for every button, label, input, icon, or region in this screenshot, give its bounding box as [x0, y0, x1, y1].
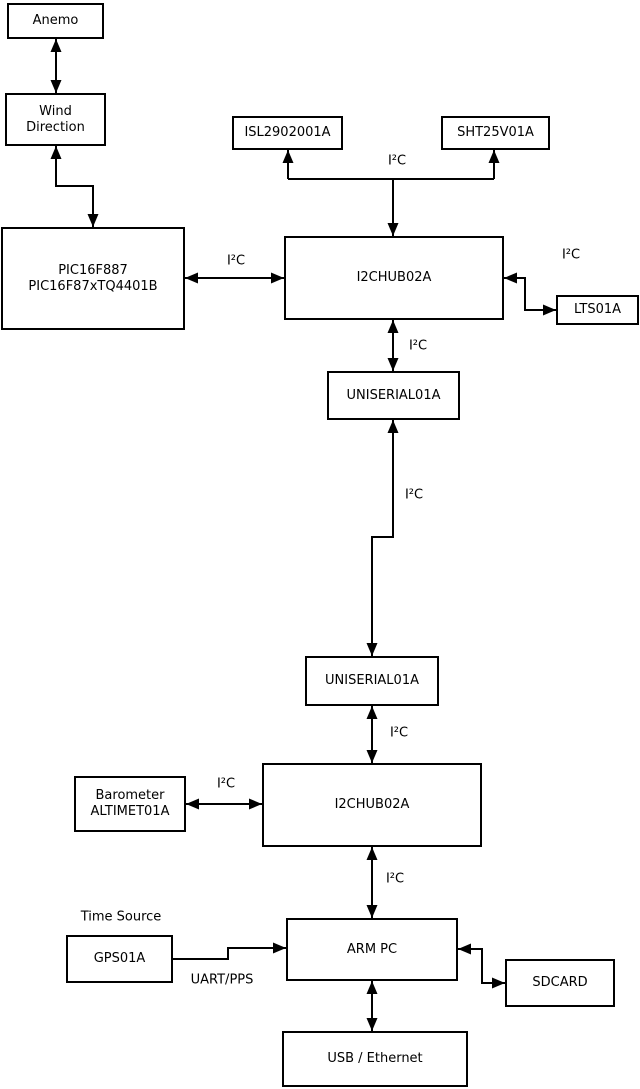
node-label: PIC16F87xTQ4401B	[28, 278, 158, 294]
node-label: Barometer	[95, 788, 165, 803]
node-label: USB / Ethernet	[327, 1051, 423, 1066]
arrowhead	[488, 150, 500, 163]
diagram-node-arm-pc: ARM PC	[286, 918, 458, 981]
node-label: LTS01A	[573, 302, 622, 317]
arrowhead	[366, 847, 378, 860]
diagram-node-gps01a: GPS01A	[66, 935, 173, 983]
arrowhead	[271, 272, 284, 284]
node-label: Anemo	[32, 13, 79, 28]
node-label: UNISERIAL01A	[346, 387, 441, 403]
edge-uniserial-upper-lower	[371, 420, 394, 656]
arrowhead	[458, 943, 471, 955]
node-label: PIC16F887	[58, 262, 128, 278]
node-label: Direction	[26, 119, 85, 135]
arrowhead	[492, 977, 505, 989]
node-label: SHT25V01A	[457, 125, 534, 140]
diagram-node-uniserial01a-lower: UNISERIAL01A	[305, 656, 439, 706]
node-label: ISL2902001A	[244, 125, 331, 140]
arrowhead	[366, 706, 378, 719]
arrowhead	[249, 798, 262, 810]
label-i2c-uniserial-hub-lower: I²C	[389, 725, 409, 741]
arrowhead	[543, 304, 556, 316]
arrowhead	[185, 272, 198, 284]
arrowhead	[387, 320, 399, 333]
node-label: ALTIMET01A	[90, 804, 170, 819]
arrowhead	[366, 981, 378, 994]
arrowhead	[366, 905, 378, 918]
arrowhead	[87, 214, 99, 227]
node-label: ARM PC	[346, 941, 398, 957]
label-i2c-hub-upper-lts: I²C	[561, 247, 581, 263]
node-label: SDCARD	[532, 975, 588, 990]
label-i2c-hub-upper-uniserial: I²C	[408, 338, 428, 354]
arrowhead	[387, 223, 399, 236]
diagram-node-i2chub02a-lower: I2CHUB02A	[262, 763, 482, 847]
edge-hub-upper-lts01a	[504, 277, 556, 311]
label-time-source: Time Source	[80, 909, 162, 925]
arrowhead	[366, 750, 378, 763]
label-uart-pps: UART/PPS	[190, 972, 254, 988]
arrowhead	[387, 420, 399, 433]
edge-armpc-sdcard	[458, 948, 505, 984]
arrowhead	[282, 150, 294, 163]
arrowhead	[273, 942, 286, 954]
arrowhead	[366, 643, 378, 656]
diagram-node-lts01a: LTS01A	[556, 295, 639, 325]
node-label: GPS01A	[93, 951, 146, 966]
arrowhead	[50, 146, 62, 159]
diagram-node-i2chub02a-upper: I2CHUB02A	[284, 236, 504, 320]
arrowhead	[50, 39, 62, 52]
edge-winddirection-pic	[55, 146, 94, 227]
arrowhead	[186, 798, 199, 810]
arrowhead	[387, 358, 399, 371]
diagram-node-usb-ethernet: USB / Ethernet	[282, 1031, 468, 1087]
arrowhead	[504, 272, 517, 284]
diagram-node-sdcard: SDCARD	[505, 959, 615, 1007]
diagram-node-anemo: Anemo	[7, 3, 104, 39]
node-label: Wind	[39, 103, 72, 119]
arrowhead	[366, 1018, 378, 1031]
label-i2c-pic-hub-upper: I²C	[226, 253, 246, 269]
arrowhead	[50, 80, 62, 93]
node-label: I2CHUB02A	[334, 797, 410, 812]
node-label: I2CHUB02A	[356, 270, 432, 285]
label-i2c-sensor-bus: I²C	[387, 153, 407, 169]
label-i2c-barometer-hub-lower: I²C	[216, 776, 236, 792]
diagram-node-isl2902001a: ISL2902001A	[232, 116, 343, 150]
diagram-node-uniserial01a-upper: UNISERIAL01A	[327, 371, 460, 420]
edge-gps-armpc	[173, 947, 286, 960]
diagram-node-sht25v01a: SHT25V01A	[441, 116, 550, 150]
label-i2c-uniserial-link: I²C	[404, 487, 424, 503]
label-i2c-hub-lower-armpc: I²C	[385, 871, 405, 887]
node-label: UNISERIAL01A	[325, 673, 419, 688]
